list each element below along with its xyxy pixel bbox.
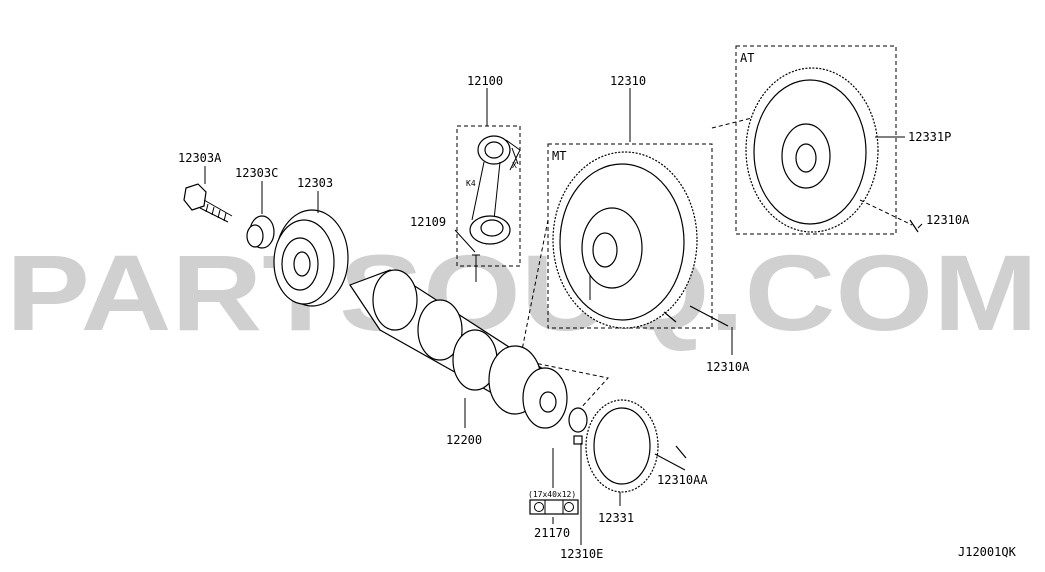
- oil-seal[interactable]: [529, 499, 579, 515]
- pilot-bearing[interactable]: [568, 407, 588, 433]
- signal-plate-bolt[interactable]: [675, 445, 687, 459]
- label-12310aa[interactable]: 12310AA: [657, 473, 708, 487]
- at-group-box: [735, 45, 897, 235]
- assembly-dash-lines: [519, 117, 753, 421]
- group-label-at: AT: [740, 51, 754, 65]
- leader-lines: [204, 88, 923, 545]
- diagram-code: J12001QK: [958, 545, 1017, 559]
- crankshaft[interactable]: [349, 269, 568, 429]
- pilot-bushing[interactable]: [573, 435, 583, 445]
- at-drive-plate[interactable]: [745, 67, 879, 233]
- rod-mark-note: K4: [466, 179, 476, 188]
- label-12310a-at[interactable]: 12310A: [926, 213, 970, 227]
- mt-flywheel-bolt[interactable]: [663, 305, 729, 327]
- pulley-key-collar[interactable]: [246, 215, 275, 249]
- at-flywheel-bolt[interactable]: [909, 219, 919, 233]
- mt-flywheel[interactable]: [552, 151, 698, 329]
- watermark: PARTSOUQ.COM: [6, 232, 1038, 353]
- label-12310a-mt[interactable]: 12310A: [706, 360, 750, 374]
- signal-plate[interactable]: [585, 399, 659, 493]
- label-12310[interactable]: 12310: [610, 74, 646, 88]
- label-12303a[interactable]: 12303A: [178, 151, 222, 165]
- label-12331[interactable]: 12331: [598, 511, 634, 525]
- group-label-mt: MT: [552, 149, 566, 163]
- rod-dim-note: X: [512, 161, 517, 170]
- connecting-rod-bolt[interactable]: [472, 254, 480, 282]
- label-12303c[interactable]: 12303C: [235, 166, 278, 180]
- label-21170[interactable]: 21170: [534, 526, 570, 540]
- connecting-rod-box: [456, 125, 521, 267]
- label-12109[interactable]: 12109: [410, 215, 446, 229]
- label-12100[interactable]: 12100: [467, 74, 503, 88]
- label-12303[interactable]: 12303: [297, 176, 333, 190]
- crank-pulley[interactable]: [273, 209, 349, 307]
- crank-pulley-bolt[interactable]: [183, 183, 233, 223]
- label-12331p[interactable]: 12331P: [908, 130, 951, 144]
- connecting-rod[interactable]: [469, 135, 521, 245]
- seal-size-note: (17x40x12): [528, 490, 576, 499]
- label-12310e[interactable]: 12310E: [560, 547, 603, 561]
- label-12200[interactable]: 12200: [446, 433, 482, 447]
